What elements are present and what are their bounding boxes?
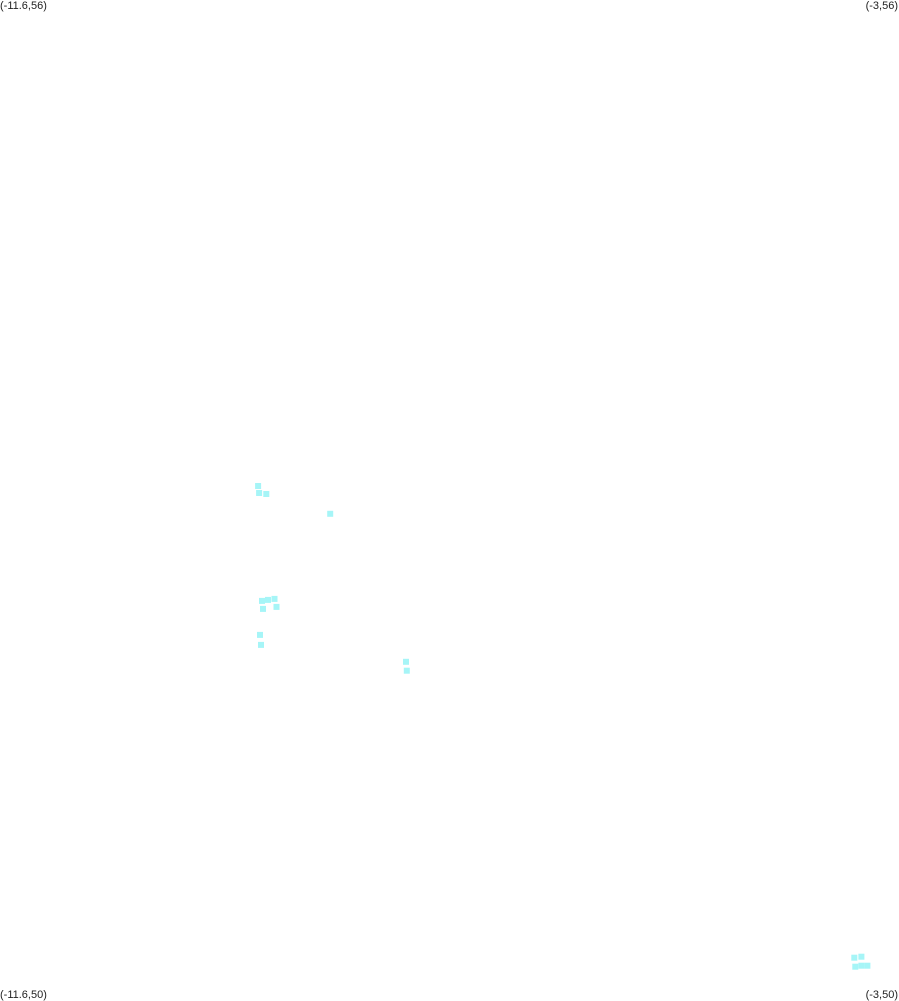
data-points — [255, 483, 871, 970]
corner-label-top-right: (-3,56) — [865, 0, 898, 12]
corner-label-bottom-right: (-3,50) — [865, 989, 898, 1001]
scatter-point-0-16 — [858, 962, 865, 969]
scatter-point-0-17 — [864, 962, 871, 969]
corner-label-bottom-left: (-11.6,50) — [0, 989, 47, 1001]
scatter-point-0-10 — [258, 641, 264, 648]
scatter-point-0-3 — [327, 510, 334, 517]
scatter-point-0-14 — [858, 953, 865, 960]
corner-label-top-left: (-11.6,56) — [0, 0, 47, 12]
scatter-point-0-11 — [403, 658, 409, 665]
scatter-point-0-7 — [260, 605, 266, 612]
scatter-point-0-9 — [257, 631, 263, 638]
scatter-point-0-1 — [256, 490, 263, 496]
scatter-point-0-5 — [265, 596, 271, 603]
scatter-point-0-15 — [852, 963, 859, 970]
scatter-point-0-8 — [273, 603, 280, 610]
scatter-point-0-12 — [403, 667, 410, 674]
scatter-point-0-13 — [851, 954, 858, 961]
scatter-point-0-6 — [271, 595, 278, 602]
scatter-point-0-0 — [255, 483, 262, 489]
scatter-point-0-2 — [263, 491, 270, 497]
scatter-point-0-4 — [259, 597, 265, 604]
